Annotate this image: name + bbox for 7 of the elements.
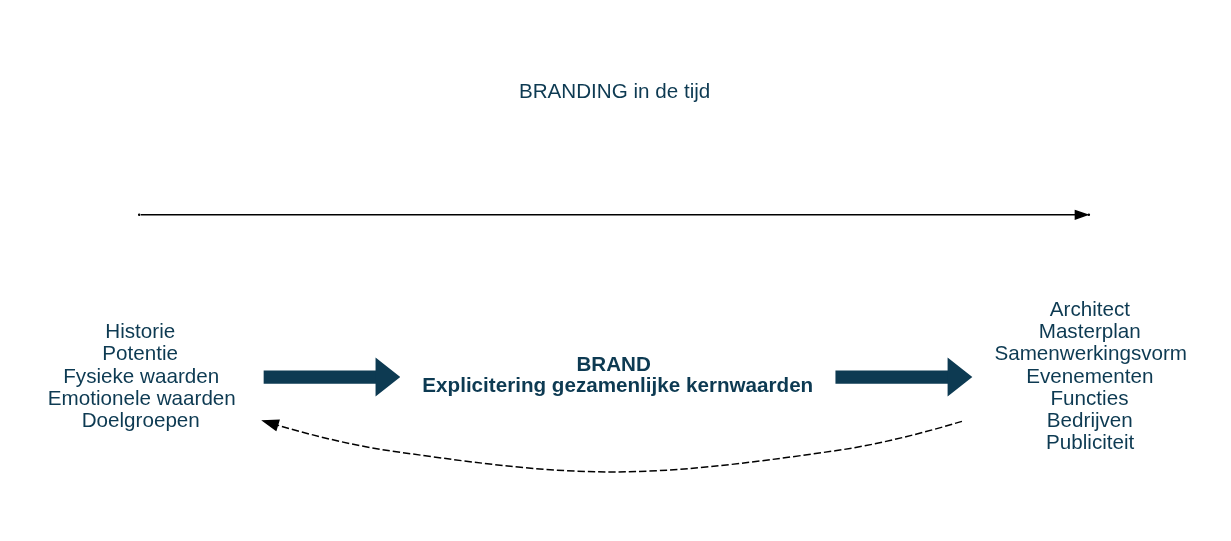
arrow bbox=[263, 357, 401, 397]
arrow bbox=[261, 419, 963, 473]
node-text: BRAND Explicitering gezamenlijke kernwaarden bbox=[422, 352, 814, 397]
arrow bbox=[835, 357, 973, 397]
label: BRANDING in de tijd bbox=[518, 78, 711, 102]
node-text: Historie Potentie Fysieke waarden Emotionele waarden Doelgroepen bbox=[47, 319, 236, 431]
node-text: Architect Masterplan Samenwerkingsvorm Evenementen Functies Bedrijven Publiciteit bbox=[994, 297, 1188, 453]
